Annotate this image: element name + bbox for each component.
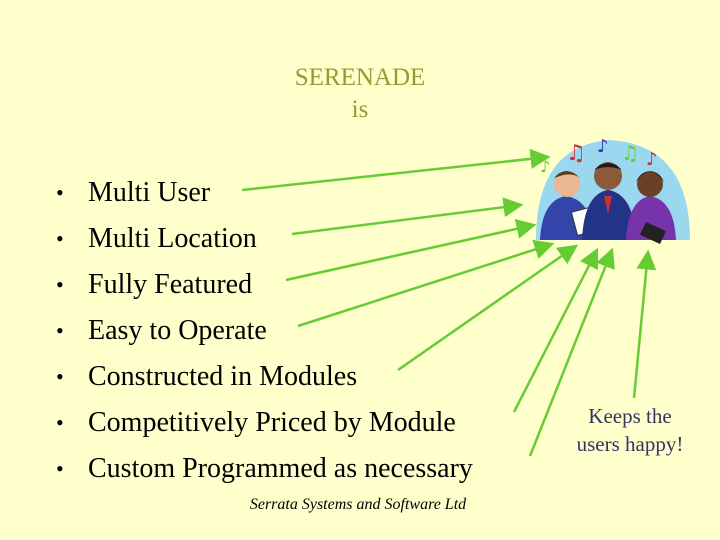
bullet-text: Multi Location: [88, 223, 257, 254]
slide-title: SERENADE is: [0, 62, 720, 126]
arrow: [512, 247, 599, 413]
bullet-icon: •: [56, 226, 64, 251]
bullet-icon: •: [56, 180, 64, 205]
note-line-2: users happy!: [576, 432, 684, 456]
bullet-text: Multi User: [88, 177, 211, 208]
svg-text:♫: ♫: [621, 141, 639, 165]
svg-text:♪: ♪: [646, 149, 658, 170]
svg-text:♪: ♪: [597, 136, 609, 157]
note-line-1: Keeps the: [588, 404, 672, 428]
list-item: • Fully Featured: [56, 262, 473, 308]
arrow: [291, 197, 524, 236]
bullet-icon: •: [56, 410, 64, 435]
footer-text: Serrata Systems and Software Ltd: [249, 496, 467, 513]
list-item: • Multi User: [56, 170, 473, 216]
arrow: [528, 247, 615, 457]
singers-clipart-icon: ♫ ♪ ♫ ♪ ♪: [536, 136, 690, 244]
list-item: • Multi Location: [56, 216, 473, 262]
title-line-1: SERENADE: [294, 64, 426, 91]
bullet-text: Constructed in Modules: [88, 361, 358, 392]
svg-text:♪: ♪: [540, 157, 550, 176]
list-item: • Custom Programmed as necessary: [56, 446, 473, 492]
bullet-icon: •: [56, 318, 64, 343]
list-item: • Easy to Operate: [56, 308, 473, 354]
arrow: [397, 244, 579, 372]
arrow: [297, 239, 555, 328]
arrow: [241, 148, 551, 192]
bullet-icon: •: [56, 272, 64, 297]
arrow: [285, 219, 537, 282]
svg-text:♫: ♫: [566, 141, 586, 166]
bullet-text: Fully Featured: [88, 269, 253, 300]
bullet-text: Custom Programmed as necessary: [88, 453, 473, 484]
arrow: [632, 249, 657, 399]
list-item: • Competitively Priced by Module: [56, 400, 473, 446]
title-line-2: is: [351, 96, 369, 123]
bullet-icon: •: [56, 364, 64, 389]
feature-list: • Multi User • Multi Location • Fully Featu…: [56, 170, 473, 492]
bullet-text: Competitively Priced by Module: [88, 407, 456, 438]
list-item: • Constructed in Modules: [56, 354, 473, 400]
bullet-text: Easy to Operate: [88, 315, 267, 346]
callout-note: Keeps the users happy!: [560, 402, 700, 458]
bullet-icon: •: [56, 456, 64, 481]
